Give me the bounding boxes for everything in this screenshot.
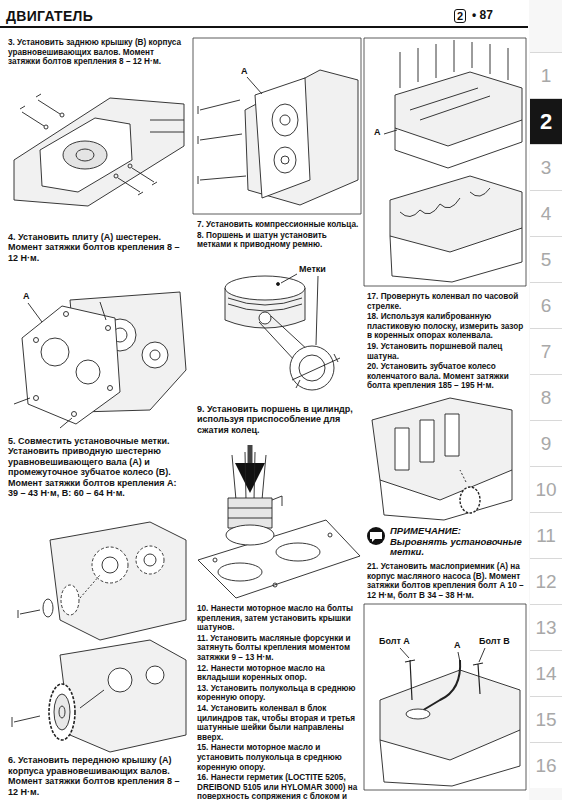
instruction-step: 20. Установить зубчатое колесо коленчато…: [367, 362, 525, 391]
chapter-number: 13: [535, 617, 556, 639]
chapter-icon: 2: [454, 9, 466, 23]
balance-gears: [18, 522, 186, 640]
ladder-frame: [384, 40, 522, 282]
chapter-number: 5: [541, 249, 552, 271]
instruction-step: 8. Поршень и шатун установить метками к …: [197, 231, 361, 250]
chapter-number: 12: [535, 571, 556, 593]
instruction-step: 21. Установить маслоприемник (А) на корп…: [367, 562, 525, 600]
chapter-tab: 8: [530, 374, 562, 420]
callout-label: Метки: [298, 264, 327, 274]
instruction-step: 16. Нанести герметик (LOCTITE 5205, DREI…: [197, 773, 361, 800]
chapter-tab: 13: [530, 604, 562, 650]
chapter-number: 10: [535, 479, 556, 501]
chapter-number: 14: [535, 663, 556, 685]
chapter-number: 2: [540, 109, 552, 135]
header-rule: [0, 26, 528, 28]
callout-letter: A: [22, 291, 31, 301]
instruction-step: 13. Установить полукольца в среднюю коре…: [197, 684, 361, 703]
chapter-number: 3: [541, 157, 552, 179]
instruction-step: 4. Установить плиту (А) шестерен. Момент…: [8, 232, 188, 263]
instruction-step: 9. Установить поршень в цилиндр, использ…: [197, 404, 361, 435]
oil-pickup: [380, 648, 520, 786]
chapter-tab: 15: [530, 696, 562, 742]
chapter-number: 7: [541, 341, 552, 363]
chapter-tab: 5: [530, 236, 562, 282]
note-icon: [367, 527, 385, 545]
gear-plate: [14, 292, 186, 428]
chapter-tab: 2: [530, 98, 562, 144]
callout-letter: A: [453, 640, 462, 650]
note-text: Выровнять установочные метки.: [390, 537, 524, 558]
chapter-number: 1: [541, 65, 552, 87]
tab-strip: [529, 0, 562, 800]
section-title: ДВИГАТЕЛЬ: [6, 8, 93, 24]
chapter-number: 16: [535, 755, 556, 777]
figure-frame: [193, 38, 361, 214]
instruction-step: 19. Установить поршневой палец шатуна.: [367, 342, 525, 361]
chapter-tab: 1: [530, 52, 562, 98]
chapter-number: 4: [541, 203, 552, 225]
chapter-tab: 3: [530, 144, 562, 190]
instruction-step: 10. Нанести моторное масло на болты креп…: [197, 604, 361, 633]
balance-housing-cover: [198, 70, 358, 205]
piston-rod: [225, 274, 340, 390]
instruction-step: 17. Провернуть коленвал по часовой стрел…: [367, 292, 525, 311]
chapter-tab: 7: [530, 328, 562, 374]
chapter-tab: 4: [530, 190, 562, 236]
instruction-step: 7. Установить компрессионные кольца.: [197, 220, 361, 230]
crank-gear: [372, 398, 512, 520]
callout-label: Болт В: [478, 636, 511, 646]
instruction-step: 12. Нанести моторное масло на вкладыши к…: [197, 664, 361, 683]
chapter-tab: 14: [530, 650, 562, 696]
page-number: • 87: [472, 8, 493, 22]
chapter-tab: 10: [530, 466, 562, 512]
figure-frame: [364, 604, 526, 790]
chapter-number: 9: [541, 433, 552, 455]
balance-housing-front: [12, 640, 186, 752]
chapter-number: 6: [541, 295, 552, 317]
callout-letter: A: [373, 127, 382, 137]
note-heading: ПРИМЕЧАНИЕ:: [390, 526, 461, 536]
chapter-number: 15: [535, 709, 556, 731]
instruction-step: 14. Установить коленвал в блок цилиндров…: [197, 704, 361, 742]
callout-letter: A: [240, 66, 249, 76]
instruction-step: 5. Совместить установочные метки. Устано…: [8, 436, 188, 498]
instruction-step: 6. Установить переднюю крышку (А) корпус…: [8, 755, 188, 797]
instruction-step: 18. Используя калиброванную пластиковую …: [367, 312, 525, 341]
chapter-number: 11: [536, 525, 556, 547]
instruction-step: 15. Нанести моторное масло и установить …: [197, 743, 361, 772]
ring-compressor: [198, 445, 360, 598]
chapter-number: 8: [541, 387, 552, 409]
instruction-step: 11. Установить масляные форсунки и затян…: [197, 634, 361, 663]
callout-label: Болт А: [378, 636, 411, 646]
chapter-tab: 16: [530, 742, 562, 788]
instruction-step: 3. Установить заднюю крышку (В) корпуса …: [8, 38, 188, 67]
chapter-tab: 6: [530, 282, 562, 328]
balance-housing-rear: [14, 94, 184, 206]
chapter-tab: 9: [530, 420, 562, 466]
chapter-tab: 11: [530, 512, 562, 558]
chapter-tab: 12: [530, 558, 562, 604]
figure-frame: [364, 38, 526, 286]
